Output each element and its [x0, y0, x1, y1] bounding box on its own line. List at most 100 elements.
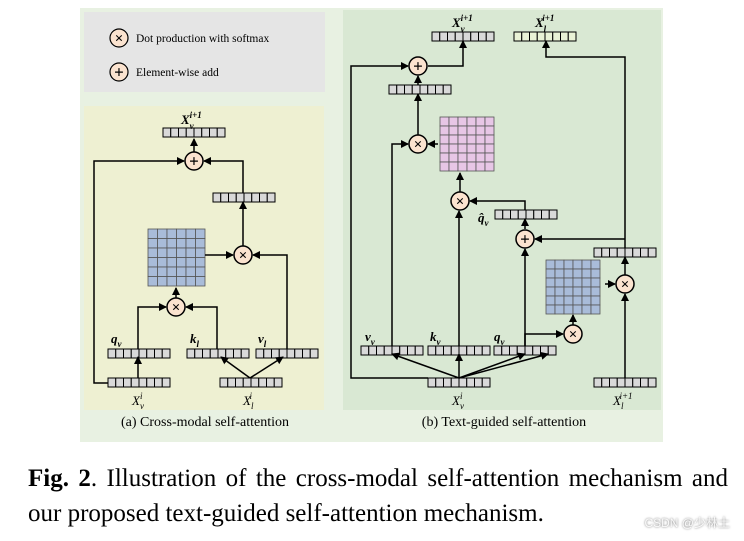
vector-cell	[494, 209, 504, 220]
panel-b-times-symbol-bottom: ×	[569, 327, 578, 343]
panel-a-input-v-label: Xvi	[131, 391, 144, 411]
panel-b-qhat-vector	[494, 209, 558, 220]
matrix-cell	[176, 266, 187, 277]
panel-a-caption: (a) Cross-modal self-attention	[121, 415, 289, 430]
panel-b-input-v-label: Xvi	[451, 391, 464, 411]
vector-cell	[146, 348, 155, 359]
vector-cell	[259, 192, 268, 203]
vector-cell	[407, 345, 416, 356]
panel-a-input-v-vector	[107, 377, 171, 388]
matrix-cell	[195, 257, 206, 268]
vector-cell	[513, 31, 523, 42]
matrix-cell	[157, 228, 168, 239]
legend-dot-product: × Dot production with softmax	[109, 28, 269, 48]
vector-cell	[435, 84, 444, 95]
vector-cell	[501, 345, 510, 356]
matrix-cell	[176, 257, 187, 268]
panel-a-q-label: qv	[111, 331, 123, 349]
matrix-cell	[439, 143, 450, 154]
matrix-cell	[147, 247, 158, 258]
panel-b-input-l-label: Xli+1	[612, 391, 633, 411]
vector-cell	[396, 84, 405, 95]
vector-cell	[485, 31, 495, 42]
vector-cell	[532, 345, 541, 356]
matrix-cell	[484, 125, 495, 136]
panel-b-q-label: qv	[494, 329, 506, 347]
vector-cell	[302, 348, 311, 359]
panel-b-times-symbol-mid: ×	[456, 194, 465, 210]
vector-cell	[447, 31, 456, 42]
matrix-cell	[581, 295, 592, 306]
matrix-cell	[590, 259, 601, 270]
panel-a-v-vector	[255, 348, 319, 359]
matrix-cell	[147, 228, 158, 239]
vector-cell	[242, 377, 252, 388]
vector-cell	[235, 377, 244, 388]
times-circle-icon	[109, 28, 129, 48]
vector-cell	[161, 377, 171, 388]
matrix-cell	[554, 304, 565, 315]
panel-a-times-symbol-top: ×	[239, 248, 248, 264]
matrix-cell	[466, 125, 477, 136]
panel-b-v-vector	[360, 345, 424, 356]
vector-cell	[525, 209, 535, 220]
vector-cell	[624, 247, 634, 258]
matrix-cell	[572, 304, 583, 315]
panel-a-hidden-vector	[212, 192, 276, 203]
vector-cell	[640, 377, 649, 388]
matrix-cell	[457, 152, 468, 163]
vector-cell	[266, 192, 276, 203]
vector-cell	[294, 348, 303, 359]
vector-cell	[478, 31, 487, 42]
matrix-cell	[563, 304, 574, 315]
panel-b-op-symbols: + × × + × ×	[413, 57, 629, 344]
watermark: CSDN @少林土	[644, 516, 730, 530]
vector-cell	[419, 84, 429, 95]
matrix-cell	[448, 134, 459, 145]
vector-cell	[632, 247, 641, 258]
matrix-cell	[185, 247, 196, 258]
vector-cell	[427, 345, 437, 356]
vector-cell	[115, 377, 124, 388]
vector-cell	[443, 377, 452, 388]
vector-cell	[220, 192, 229, 203]
vector-cell	[243, 192, 253, 203]
matrix-cell	[475, 161, 486, 172]
vector-cell	[647, 247, 657, 258]
vector-cell	[547, 345, 557, 356]
panel-a-input-l-label: Xli	[242, 391, 254, 411]
matrix-cell	[439, 161, 450, 172]
matrix-cell	[572, 286, 583, 297]
matrix-cell	[185, 266, 196, 277]
vector-cell	[115, 348, 124, 359]
panel-a-output-vector	[162, 127, 226, 138]
panel-b-input-v-vector	[427, 377, 491, 388]
vector-cell	[278, 348, 288, 359]
matrix-cell	[563, 268, 574, 279]
vector-cell	[217, 348, 227, 359]
vector-cell	[107, 377, 117, 388]
figure-caption-text: . Illustration of the cross-modal self-a…	[28, 465, 728, 527]
matrix-cell	[439, 152, 450, 163]
vector-cell	[130, 377, 140, 388]
matrix-cell	[176, 247, 187, 258]
vector-cell	[548, 209, 558, 220]
panel-a-times-symbol-bottom: ×	[172, 300, 181, 316]
matrix-cell	[457, 125, 468, 136]
vector-cell	[435, 377, 444, 388]
vector-cell	[186, 348, 196, 359]
plus-circle-icon	[109, 62, 129, 82]
legend-add-label: Element-wise add	[136, 67, 219, 79]
vector-cell	[567, 31, 577, 42]
matrix-cell	[166, 247, 177, 258]
matrix-cell	[176, 238, 187, 249]
vector-cell	[474, 345, 483, 356]
matrix-cell	[572, 268, 583, 279]
panel-b-times-symbol-right: ×	[621, 277, 630, 293]
panel-b-output-v-vector	[431, 31, 495, 42]
vector-cell	[624, 377, 634, 388]
matrix-cell	[147, 238, 158, 249]
matrix-cell	[457, 143, 468, 154]
vector-cell	[517, 209, 527, 220]
matrix-cell	[157, 276, 168, 287]
